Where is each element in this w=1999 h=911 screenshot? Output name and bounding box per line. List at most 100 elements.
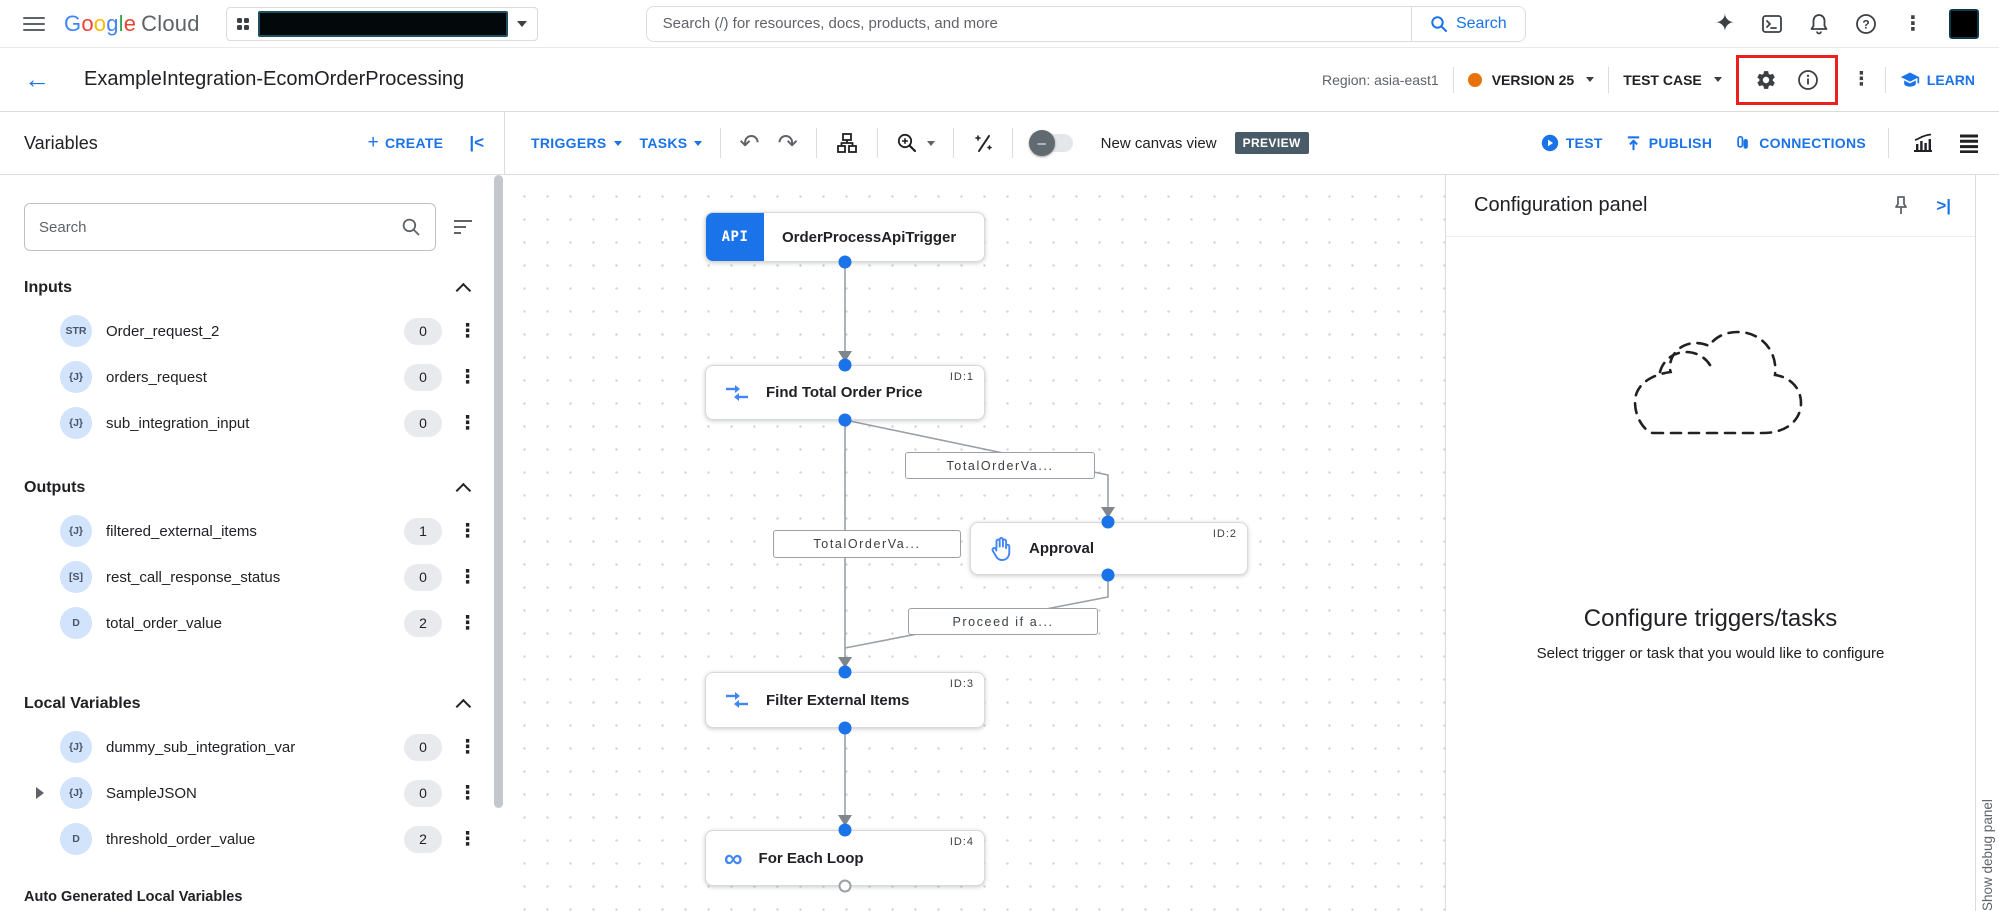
divider [815, 128, 817, 158]
node-id-label: ID:3 [949, 678, 974, 690]
publish-button[interactable]: PUBLISH [1625, 135, 1713, 152]
create-variable-button[interactable]: +CREATE [367, 132, 444, 153]
connector-port[interactable] [838, 358, 852, 372]
node-approval[interactable]: Approval ID:2 [970, 522, 1248, 575]
version-label: VERSION 25 [1491, 71, 1575, 88]
zoom-control[interactable] [896, 132, 935, 154]
connections-button[interactable]: CONNECTIONS [1734, 134, 1866, 152]
var-menu-icon[interactable]: ⋮ [458, 412, 477, 434]
version-selector[interactable]: VERSION 25 [1467, 71, 1595, 88]
magic-wand-icon[interactable] [972, 132, 994, 154]
test-button[interactable]: TEST [1541, 134, 1603, 152]
connector-port[interactable] [838, 823, 852, 837]
variable-row[interactable]: [S] rest_call_response_status 0 ⋮ [60, 561, 477, 593]
header-more-options-icon[interactable]: ⋮ [1851, 69, 1871, 90]
variable-row[interactable]: D total_order_value 2 ⋮ [60, 607, 477, 639]
global-search-input[interactable] [646, 6, 1411, 41]
section-header-local-variables[interactable]: Local Variables [24, 695, 472, 714]
node-find-total-order-price[interactable]: Find Total Order Price ID:1 [705, 365, 985, 420]
collapse-panel-icon[interactable]: |< [469, 133, 484, 152]
divider [952, 128, 954, 158]
hamburger-menu-icon[interactable] [14, 4, 54, 44]
gemini-icon[interactable]: ✦ [1714, 9, 1735, 37]
var-count-badge: 0 [404, 563, 442, 591]
var-menu-icon[interactable]: ⋮ [458, 566, 477, 588]
variables-title: Variables [24, 132, 98, 153]
variable-row[interactable]: {J} dummy_sub_integration_var 0 ⋮ [60, 731, 477, 763]
info-icon[interactable] [1791, 63, 1825, 97]
node-for-each-loop[interactable]: ∞ For Each Loop ID:4 [705, 830, 985, 886]
var-menu-icon[interactable]: ⋮ [458, 736, 477, 758]
edge-condition-label[interactable]: Proceed if a... [908, 608, 1098, 635]
variable-row[interactable]: {J} SampleJSON 0 ⋮ [36, 777, 477, 809]
metrics-icon[interactable] [1911, 131, 1935, 155]
sort-icon[interactable] [452, 218, 474, 236]
connector-port[interactable] [838, 413, 852, 427]
node-order-process-api-trigger[interactable]: API OrderProcessApiTrigger [705, 212, 985, 262]
variable-row[interactable]: STR Order_request_2 0 ⋮ [60, 315, 477, 347]
show-debug-panel-button[interactable]: Show debug panel [1980, 799, 1995, 911]
connector-port[interactable] [838, 255, 852, 269]
connector-port-open[interactable] [838, 879, 852, 893]
connector-port[interactable] [1101, 515, 1115, 529]
var-menu-icon[interactable]: ⋮ [458, 612, 477, 634]
variable-row[interactable]: D threshold_order_value 2 ⋮ [60, 823, 477, 855]
variables-panel: Inputs STR Order_request_2 0 ⋮ {J} order… [0, 175, 505, 911]
edge-condition-label[interactable]: TotalOrderVa... [905, 452, 1095, 479]
avatar[interactable] [1949, 8, 1979, 39]
integration-canvas[interactable]: TotalOrderVa... TotalOrderVa... Proceed … [505, 175, 1445, 911]
execution-log-icon[interactable] [1957, 133, 1981, 153]
var-type-badge: [S] [60, 561, 92, 593]
var-menu-icon[interactable]: ⋮ [458, 782, 477, 804]
project-selector[interactable] [225, 6, 538, 41]
search-button[interactable]: Search [1410, 6, 1525, 41]
connector-port[interactable] [838, 721, 852, 735]
play-icon [1541, 134, 1558, 152]
node-filter-external-items[interactable]: Filter External Items ID:3 [705, 672, 985, 728]
pin-icon[interactable] [1892, 195, 1910, 217]
var-menu-icon[interactable]: ⋮ [458, 320, 477, 342]
edge-condition-label[interactable]: TotalOrderVa... [773, 530, 961, 558]
variable-row[interactable]: {J} filtered_external_items 1 ⋮ [60, 515, 477, 547]
redo-icon[interactable]: ↷ [777, 129, 798, 157]
var-menu-icon[interactable]: ⋮ [458, 366, 477, 388]
variables-search-input[interactable] [39, 218, 401, 236]
notifications-bell-icon[interactable] [1809, 13, 1829, 35]
variable-row[interactable]: {J} orders_request 0 ⋮ [60, 361, 477, 393]
connector-port[interactable] [838, 665, 852, 679]
var-type-badge: D [60, 607, 92, 639]
variable-row[interactable]: {J} sub_integration_input 0 ⋮ [60, 407, 477, 439]
section-header-inputs[interactable]: Inputs [24, 279, 472, 298]
var-type-badge: D [60, 823, 92, 855]
var-menu-icon[interactable]: ⋮ [458, 828, 477, 850]
connector-port[interactable] [1101, 568, 1115, 582]
svg-text:?: ? [1862, 17, 1869, 31]
new-canvas-view-toggle[interactable]: – [1028, 130, 1073, 156]
tasks-menu[interactable]: TASKS [640, 135, 703, 151]
more-options-icon[interactable]: ⋮ [1903, 12, 1923, 35]
settings-gear-icon[interactable] [1749, 63, 1783, 97]
divider [1452, 66, 1454, 93]
triggers-menu[interactable]: TRIGGERS [531, 135, 622, 151]
api-trigger-icon: API [706, 213, 764, 261]
var-count-badge: 2 [404, 609, 442, 637]
test-case-selector[interactable]: TEST CASE [1623, 72, 1722, 88]
divider [1011, 128, 1013, 158]
section-header-outputs[interactable]: Outputs [24, 479, 472, 498]
undo-icon[interactable]: ↶ [739, 129, 760, 157]
help-icon[interactable]: ? [1855, 13, 1877, 35]
learn-button[interactable]: LEARN [1900, 71, 1975, 89]
var-menu-icon[interactable]: ⋮ [458, 520, 477, 542]
back-button[interactable]: ← [24, 64, 50, 94]
version-status-icon [1467, 72, 1482, 87]
sidebar-scrollbar[interactable] [494, 175, 503, 911]
auto-layout-icon[interactable] [835, 131, 859, 155]
cloud-shell-icon[interactable] [1761, 13, 1783, 35]
config-empty-subtitle: Select trigger or task that you would li… [1536, 645, 1885, 662]
expand-arrow-icon[interactable] [36, 787, 44, 799]
global-search: Search [645, 5, 1526, 42]
node-id-label: ID:1 [949, 371, 974, 383]
collapse-right-icon[interactable]: >| [1936, 195, 1951, 215]
